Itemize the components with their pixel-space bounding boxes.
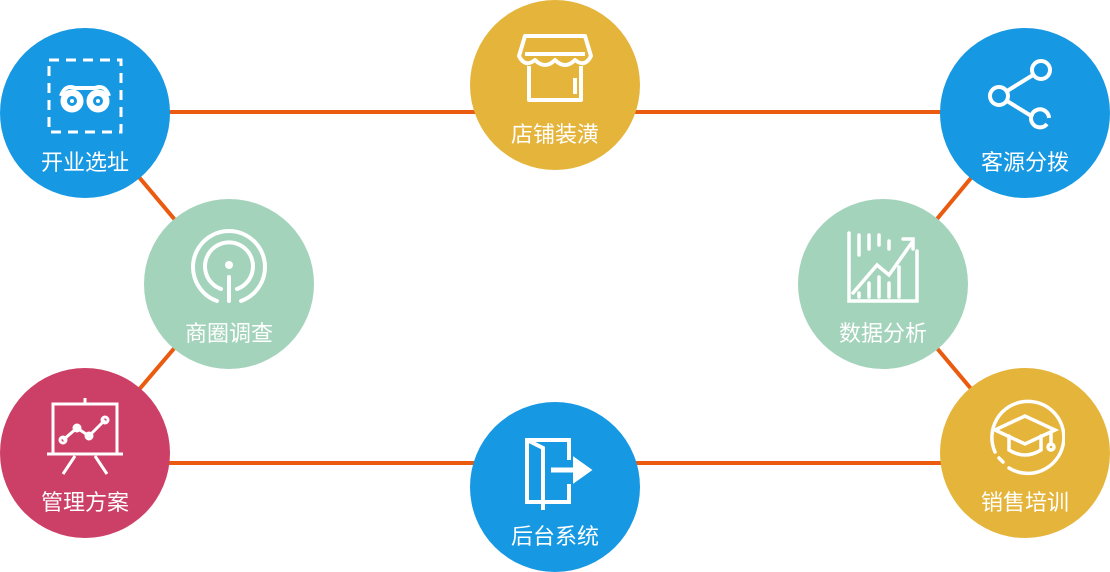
- node-label: 商圈调查: [184, 322, 273, 347]
- exit-door-icon: [525, 438, 593, 510]
- node-backend-system: 后台系统: [470, 402, 640, 572]
- binoculars-icon: [47, 58, 123, 134]
- node-management-plan: 管理方案: [0, 368, 170, 538]
- node-label: 管理方案: [40, 491, 129, 516]
- node-label: 店铺装潢: [510, 123, 599, 148]
- node-customer-distribution: 客源分拨: [940, 28, 1110, 198]
- node-store-decoration: 店铺装潢: [470, 0, 640, 170]
- node-label: 销售培训: [980, 491, 1069, 516]
- node-label: 后台系统: [510, 525, 599, 550]
- graduation-cap-icon: [990, 399, 1065, 476]
- node-label: 开业选址: [40, 151, 129, 176]
- location-signal-icon: [191, 229, 267, 303]
- node-business-district-survey: 商圈调查: [144, 199, 314, 369]
- presentation-board-icon: [47, 398, 123, 475]
- growth-chart-icon: [847, 231, 919, 303]
- share-icon: [988, 59, 1052, 130]
- node-site-selection: 开业选址: [0, 28, 170, 198]
- node-sales-training: 销售培训: [940, 368, 1110, 538]
- storefront-icon: [517, 34, 593, 102]
- node-label: 客源分拨: [980, 151, 1069, 176]
- node-data-analysis: 数据分析: [798, 199, 968, 369]
- node-label: 数据分析: [838, 322, 927, 347]
